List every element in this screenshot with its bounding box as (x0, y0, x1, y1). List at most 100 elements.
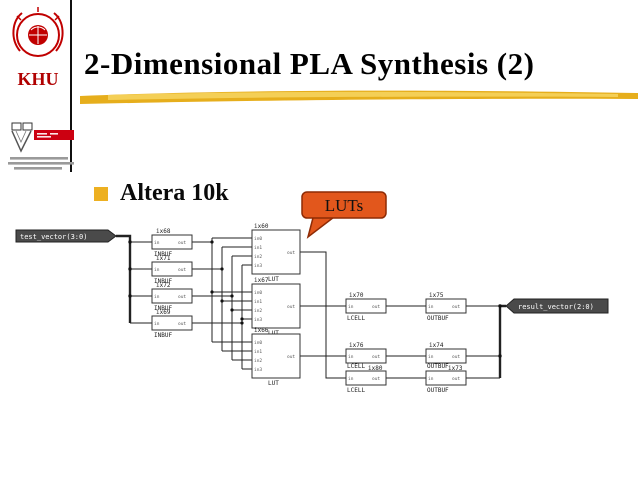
schematic-wires (116, 234, 506, 379)
lab-logo-icon (11, 122, 33, 131)
pin-label: in0 (254, 340, 262, 346)
pin-label: in (348, 376, 354, 382)
inbuf-block: ix71 in out INBUF (151, 255, 193, 285)
pin-label: in (428, 376, 434, 382)
pin-label: out (452, 354, 460, 360)
pin-label: in0 (254, 290, 262, 296)
cell-label: INBUF (154, 251, 172, 258)
lab-caption-lines (8, 157, 74, 170)
instance-label: ix76 (349, 342, 364, 349)
lab-logo-v-icon (11, 130, 32, 153)
lab-logo (8, 122, 74, 170)
inbuf-block: ix69 in out INBUF (151, 309, 193, 339)
instance-label: ix75 (429, 292, 444, 299)
pin-label: out (452, 304, 460, 310)
output-port: result_vector(2:0) (505, 298, 609, 314)
instance-label: ix68 (156, 228, 171, 235)
pin-label: in2 (254, 358, 262, 364)
pin-label: in (428, 354, 434, 360)
pin-label: out (287, 354, 295, 360)
schematic: test_vector(3:0) ix68 in out INBUF ix71 … (15, 223, 609, 394)
pin-label: out (372, 376, 380, 382)
inbuf-block: ix72 in out INBUF (151, 282, 193, 312)
input-port-label: test_vector(3:0) (20, 233, 87, 241)
pin-label: in1 (254, 245, 262, 251)
khu-logo-text: KHU (17, 69, 58, 89)
lcell-block: ix70 in out LCELL (345, 292, 387, 322)
pin-label: in0 (254, 236, 262, 242)
bullet-item: Altera 10k (94, 180, 229, 207)
pin-label: in1 (254, 349, 262, 355)
khu-logo: KHU (12, 7, 64, 89)
left-divider-line (70, 0, 72, 172)
pin-label: in3 (254, 263, 262, 269)
instance-label: ix80 (368, 365, 383, 372)
pin-label: in (348, 354, 354, 360)
luts-callout: LUTs (301, 191, 387, 239)
pin-label: out (372, 354, 380, 360)
instance-label: ix72 (156, 282, 171, 289)
cell-label: LCELL (347, 363, 365, 370)
pin-label: in (348, 304, 354, 310)
outbuf-block: ix74 in out OUTBUF (425, 342, 467, 370)
output-port-label: result_vector(2:0) (518, 303, 594, 311)
input-port: test_vector(3:0) (15, 229, 117, 243)
lab-banner-text-marks (37, 133, 58, 138)
cell-label: LCELL (347, 315, 365, 322)
pin-label: in3 (254, 367, 262, 373)
cell-label: OUTBUF (427, 387, 449, 394)
pin-label: in3 (254, 317, 262, 323)
instance-label: ix67 (254, 277, 269, 284)
lab-banner (34, 130, 74, 140)
cell-label: INBUF (154, 332, 172, 339)
pin-label: out (372, 304, 380, 310)
lut-block: ix66 in0 in1 in2 in3 out LUT (251, 327, 301, 387)
cell-label: LUT (268, 276, 279, 283)
junction-dots (128, 240, 502, 358)
title-underline-swoosh-icon (80, 90, 638, 104)
pin-label: in (154, 240, 160, 246)
outbuf-block: ix73 in out OUTBUF (425, 365, 467, 394)
cell-label: OUTBUF (427, 363, 449, 370)
pin-label: in (154, 294, 160, 300)
instance-label: ix70 (349, 292, 364, 299)
instance-label: ix71 (156, 255, 171, 262)
pin-label: in2 (254, 308, 262, 314)
pin-label: in (154, 321, 160, 327)
cell-label: INBUF (154, 278, 172, 285)
pin-label: in1 (254, 299, 262, 305)
pin-label: in2 (254, 254, 262, 260)
instance-label: ix73 (448, 365, 463, 372)
pin-label: out (287, 250, 295, 256)
pin-label: out (178, 240, 186, 246)
cell-label: INBUF (154, 305, 172, 312)
cell-label: LCELL (347, 387, 365, 394)
page-title: 2-Dimensional PLA Synthesis (2) (84, 46, 535, 81)
cell-label: OUTBUF (427, 315, 449, 322)
pin-label: in (154, 267, 160, 273)
pin-label: out (178, 267, 186, 273)
lcell-block: ix80 in out LCELL (345, 365, 387, 394)
callout-box (301, 191, 387, 219)
instance-label: ix60 (254, 223, 269, 230)
instance-label: ix74 (429, 342, 444, 349)
instance-label: ix69 (156, 309, 171, 316)
pin-label: out (452, 376, 460, 382)
khu-globe-lines (29, 26, 47, 44)
pin-label: out (287, 304, 295, 310)
pin-label: in (428, 304, 434, 310)
lut-block: ix60 in0 in1 in2 in3 out LUT (251, 223, 301, 283)
outbuf-block: ix75 in out OUTBUF (425, 292, 467, 322)
lut-block: ix67 in0 in1 in2 in3 out LUT (251, 277, 301, 337)
khu-emblem-icon (12, 12, 64, 57)
callout-label: LUTs (325, 196, 363, 215)
lab-logo-v-inner-icon (15, 130, 27, 143)
pin-label: out (178, 294, 186, 300)
cell-label: LUT (268, 380, 279, 387)
inbuf-block: ix68 in out INBUF (151, 228, 193, 258)
lcell-block: ix76 in out LCELL (345, 342, 387, 370)
khu-rays (16, 7, 60, 21)
bullet-square-icon (94, 186, 108, 201)
pin-label: out (178, 321, 186, 327)
